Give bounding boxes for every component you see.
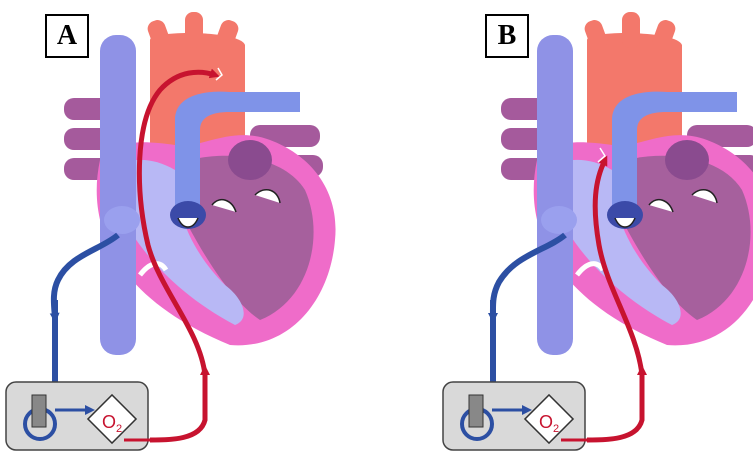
panel-a: O2 xyxy=(6,12,336,450)
panel-label-a: A xyxy=(45,14,89,58)
pump-rotor-icon-b xyxy=(469,395,483,427)
pump-rotor-icon-a xyxy=(32,395,46,427)
arterial-return-path-b xyxy=(587,370,642,440)
arterial-return-path-a xyxy=(150,370,205,440)
panel-b: O2 xyxy=(443,12,753,450)
heart-illustration-b xyxy=(501,12,753,355)
heart-illustration-a xyxy=(64,12,336,355)
panel-label-b: B xyxy=(485,14,529,58)
